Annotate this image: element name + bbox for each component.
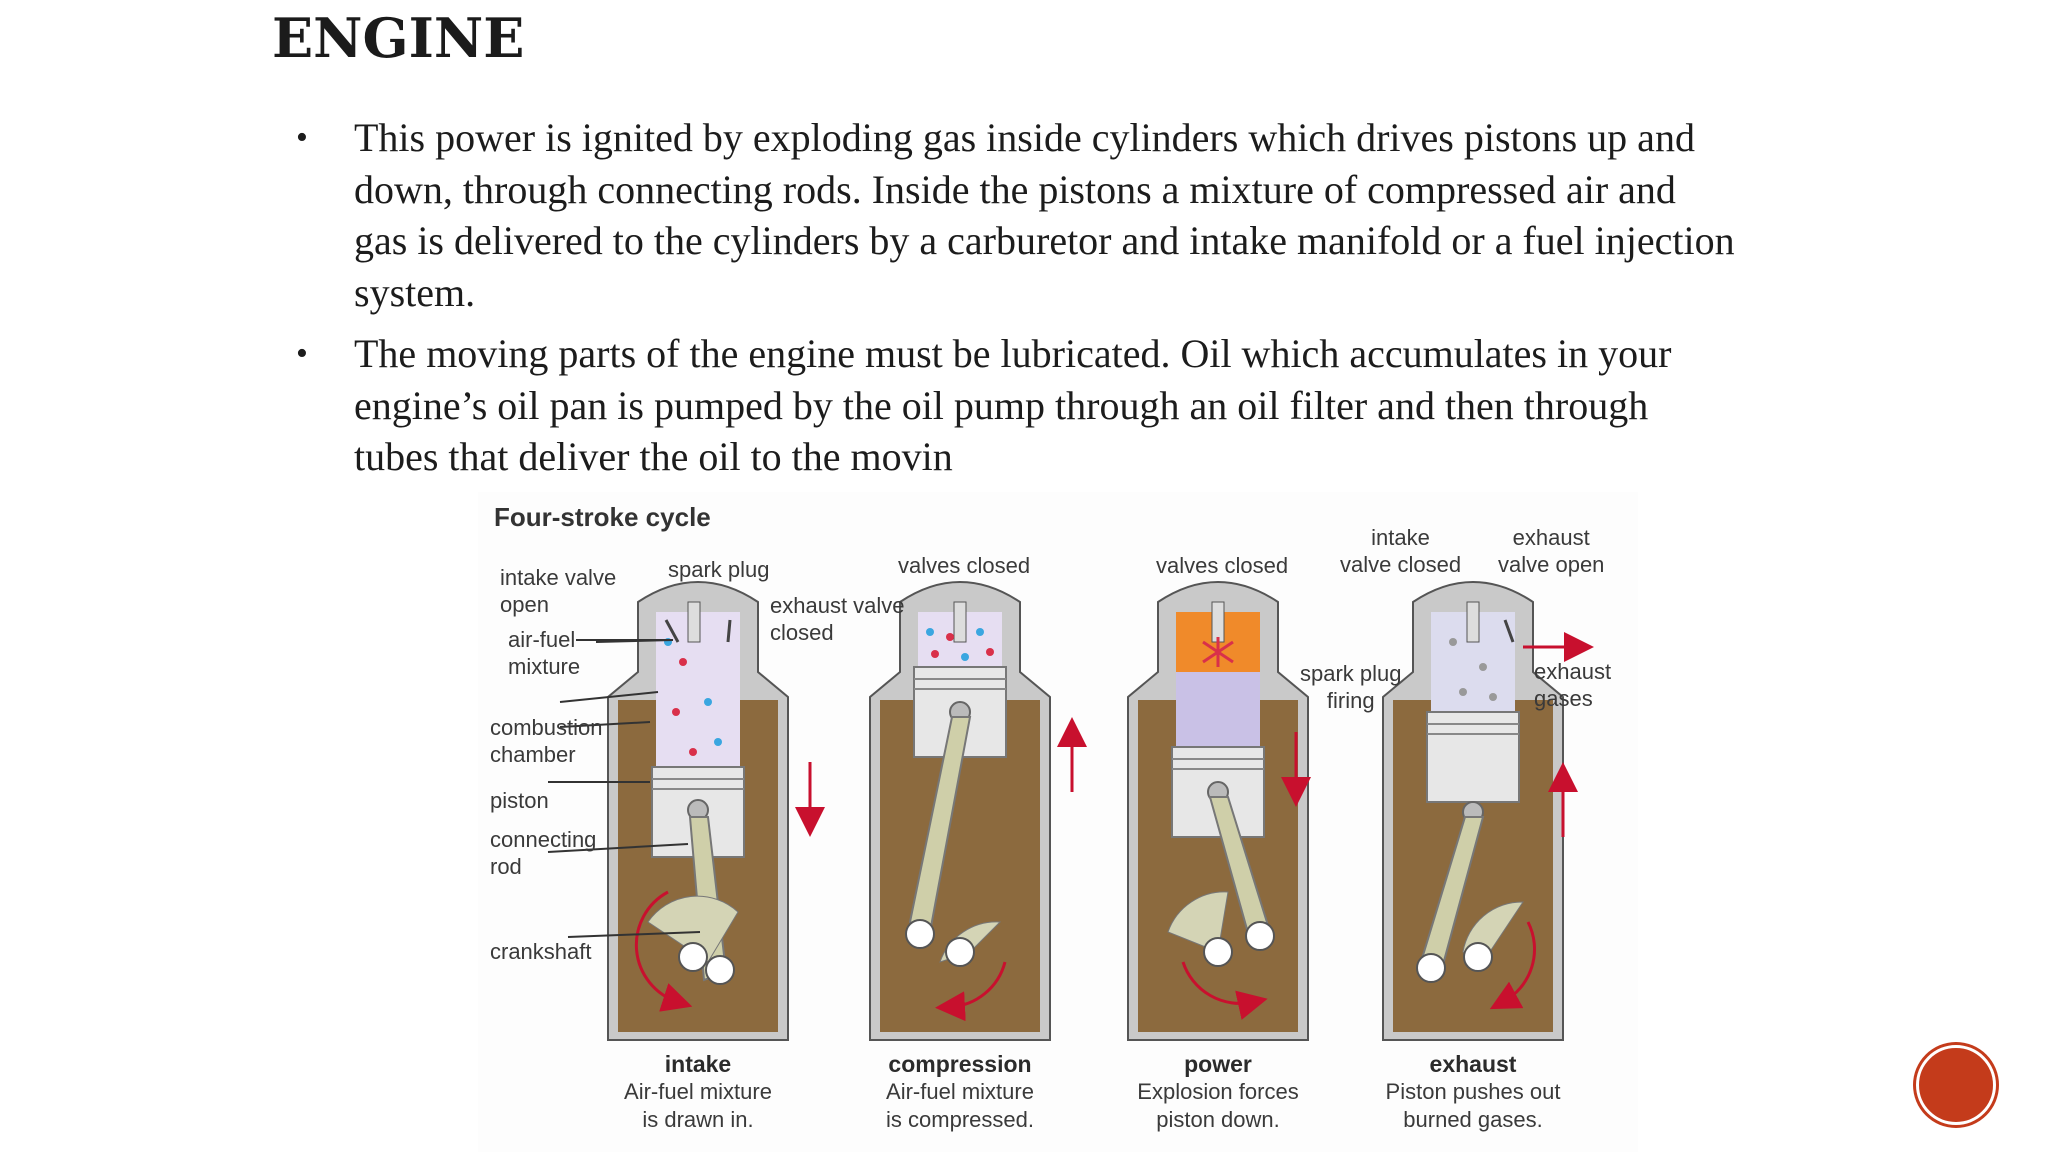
- stage-description: Explosion forces piston down.: [1137, 1079, 1299, 1132]
- bullet-text: The moving parts of the engine must be l…: [354, 331, 1672, 479]
- stage-intake: intake Air-fuel mixture is drawn in.: [588, 1050, 808, 1134]
- stage-title: compression: [888, 1051, 1032, 1077]
- figure-title: Four-stroke cycle: [494, 502, 711, 532]
- four-stroke-diagram: Four-stroke cycle intake valve open spar…: [478, 492, 1638, 1152]
- stage-title: exhaust: [1429, 1051, 1517, 1077]
- label-crankshaft: crankshaft: [490, 939, 592, 964]
- label-valves-closed-power: valves closed: [1156, 553, 1289, 578]
- bullet-icon: •: [296, 119, 308, 156]
- stage-compression: compression Air-fuel mixture is compress…: [850, 1050, 1070, 1134]
- slide-title: ENGINE: [272, 6, 525, 70]
- bullet-icon: •: [296, 335, 308, 372]
- label-combustion-chamber: combustion chamber: [490, 715, 603, 767]
- label-intake-valve-open: intake valve open: [500, 565, 617, 617]
- cylinder-power: [1127, 581, 1311, 1041]
- label-valves-closed-compression: valves closed: [898, 553, 1031, 578]
- label-connecting-rod: connecting rod: [490, 827, 597, 879]
- label-exhaust-valve-closed: exhaust valve closed: [770, 593, 905, 645]
- stage-description: Air-fuel mixture is compressed.: [886, 1079, 1034, 1132]
- stage-power: power Explosion forces piston down.: [1108, 1050, 1328, 1134]
- stage-title: power: [1184, 1051, 1252, 1077]
- label-spark-plug: spark plug: [668, 557, 770, 582]
- engine-drawing: [547, 581, 1594, 1041]
- cylinder-compression: [869, 581, 1087, 1041]
- label-air-fuel-mixture: air-fuel mixture: [508, 627, 581, 679]
- stage-description: Air-fuel mixture is drawn in.: [624, 1079, 772, 1132]
- label-exhaust-valve-open: exhaust valve open: [1498, 525, 1605, 577]
- bullet-list: • This power is ignited by exploding gas …: [296, 112, 1736, 493]
- cylinder-exhaust: [1382, 581, 1594, 1041]
- label-exhaust-gases: exhaust gases: [1534, 659, 1612, 711]
- bullet-item: • The moving parts of the engine must be…: [296, 328, 1736, 483]
- stage-title: intake: [664, 1051, 732, 1077]
- bullet-item: • This power is ignited by exploding gas …: [296, 112, 1736, 318]
- next-slide-icon[interactable]: [1916, 1045, 1996, 1125]
- stage-description: Piston pushes out burned gases.: [1385, 1079, 1561, 1132]
- stage-exhaust: exhaust Piston pushes out burned gases.: [1363, 1050, 1583, 1134]
- label-spark-plug-firing: spark plug firing: [1300, 661, 1402, 713]
- bullet-text: This power is ignited by exploding gas i…: [354, 115, 1735, 315]
- cylinder-intake: [607, 581, 825, 1041]
- label-intake-valve-closed: intake valve closed: [1340, 525, 1462, 577]
- label-piston: piston: [490, 788, 549, 813]
